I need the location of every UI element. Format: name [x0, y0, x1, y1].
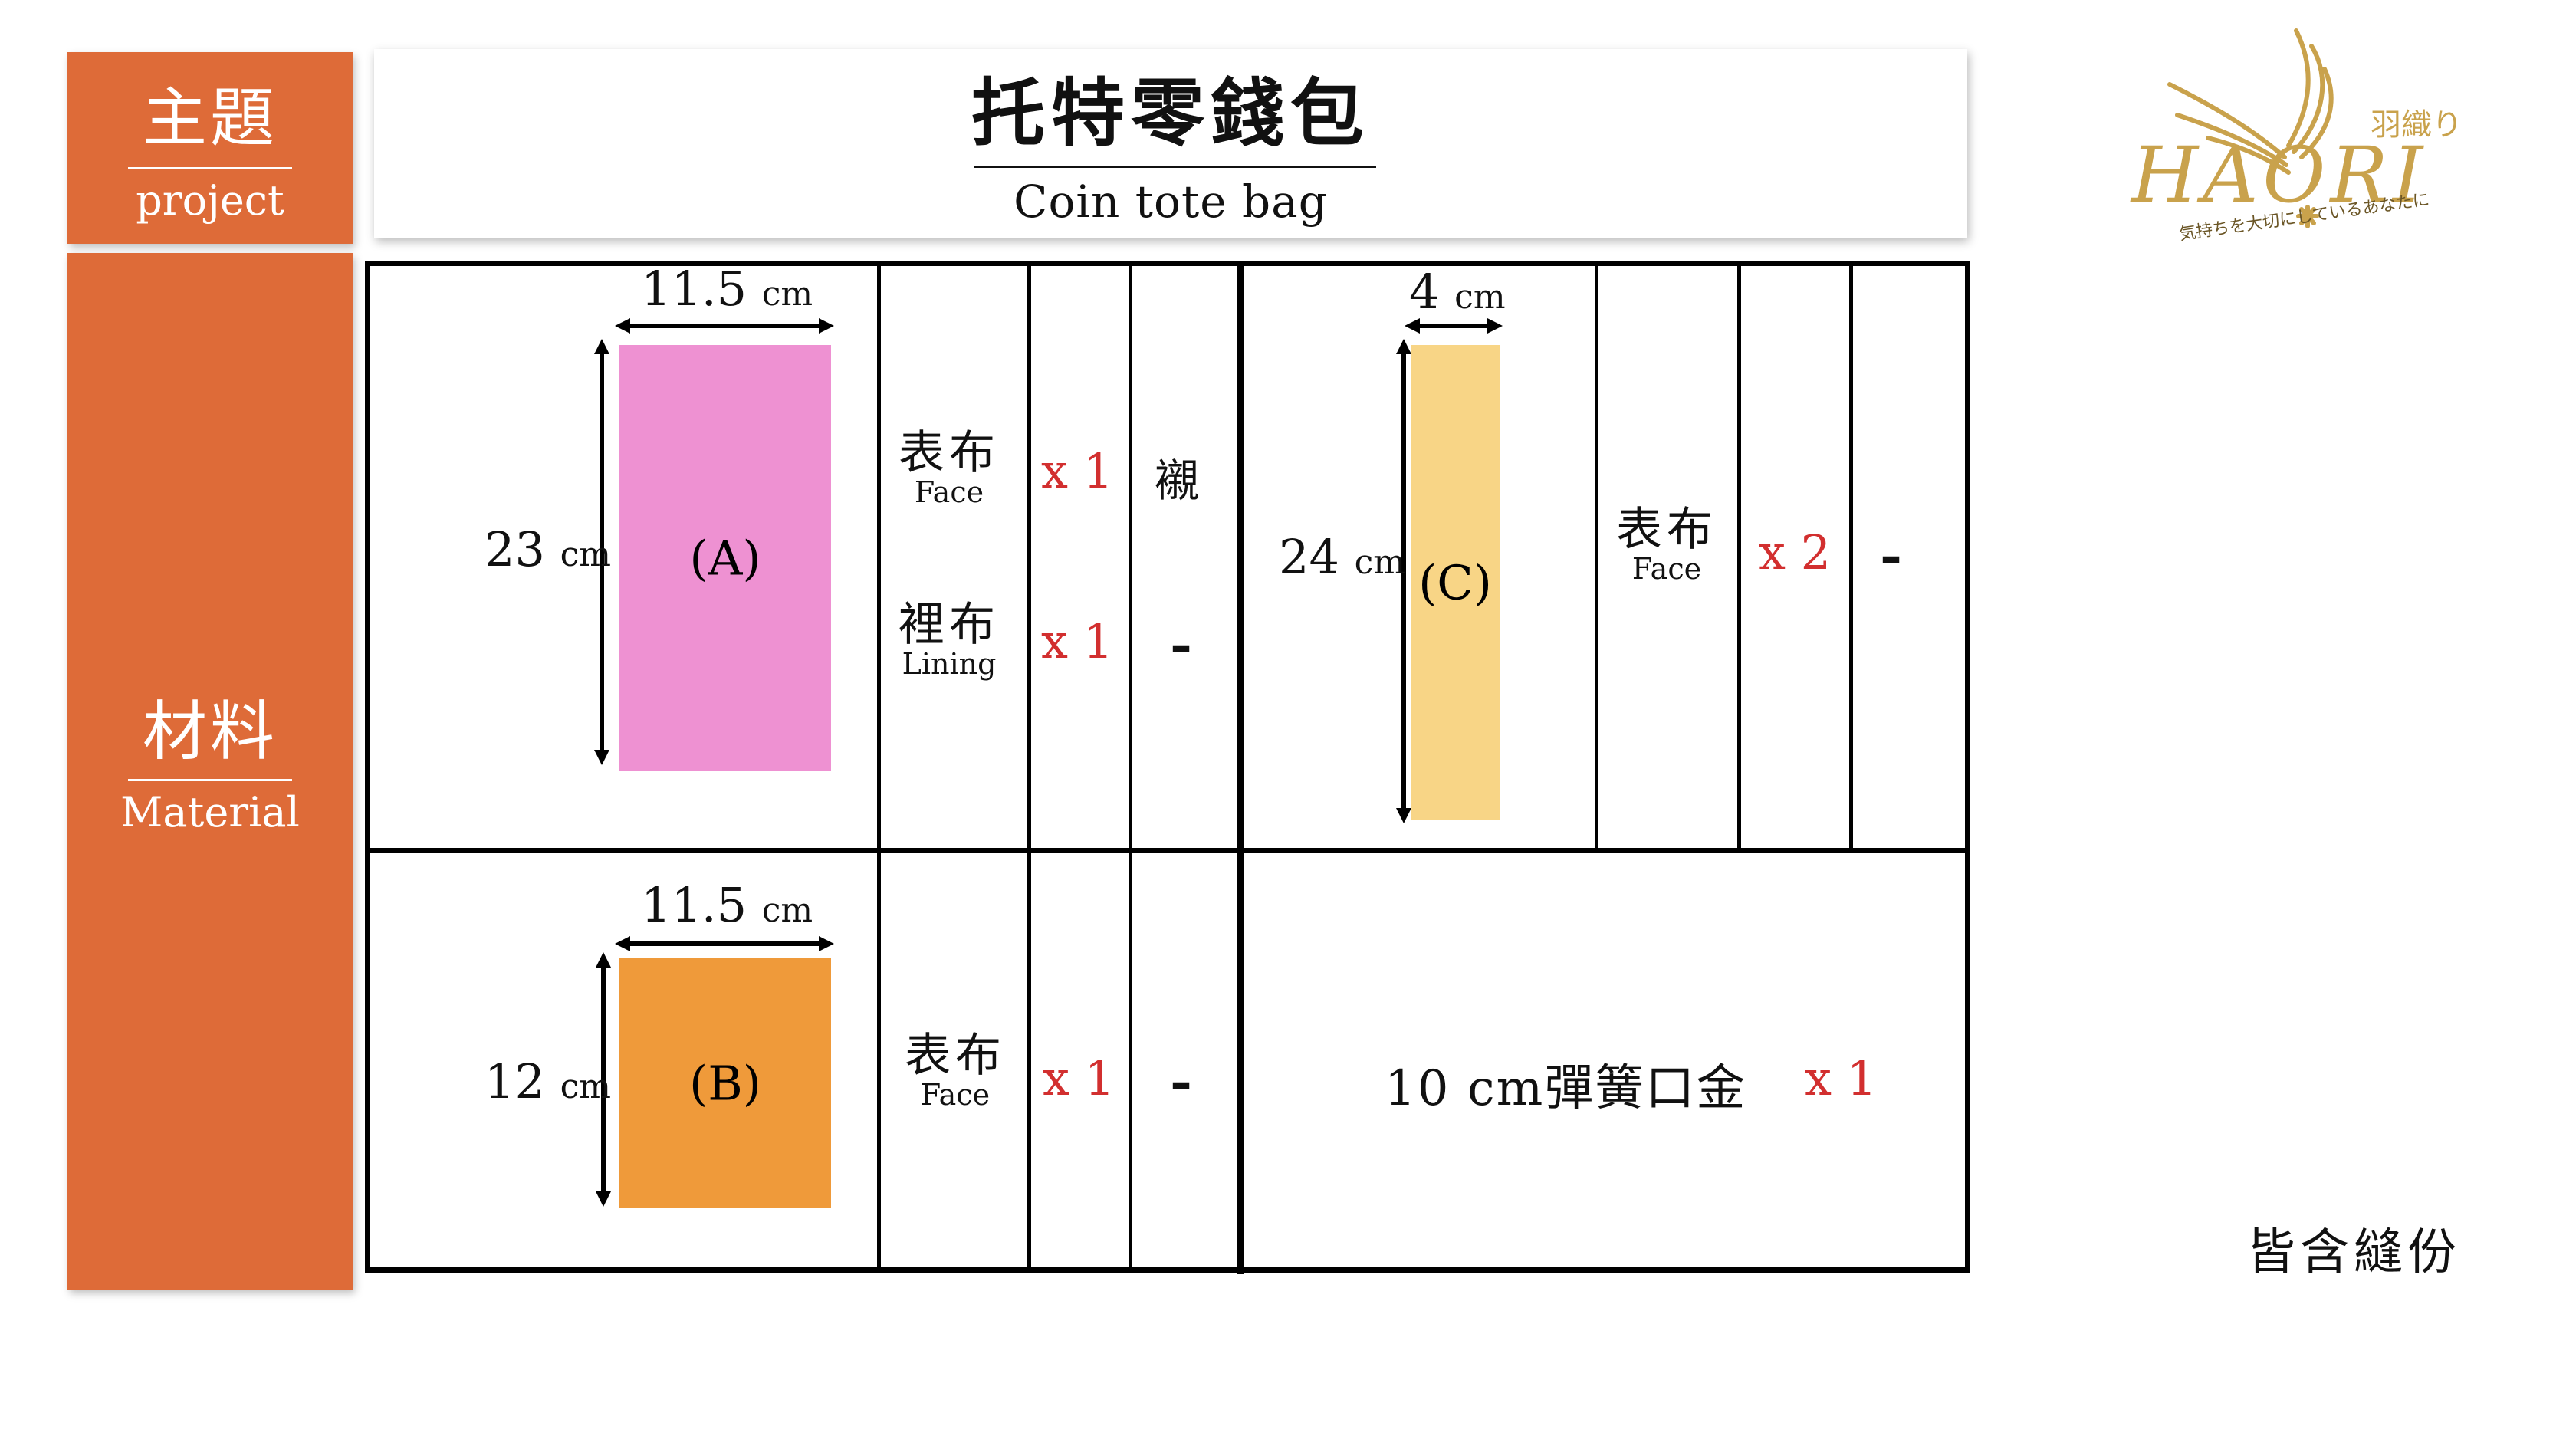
piece-a-face-interfacing: 襯	[1155, 455, 1200, 507]
col-divider	[877, 261, 881, 1273]
logo-script-text: 羽織り	[2371, 107, 2463, 143]
hardware-item: 10 cm彈簧口金	[1385, 1060, 1747, 1117]
piece-a-lining-qty: x 1	[1041, 613, 1114, 669]
material-divider	[128, 779, 292, 781]
piece-a-lining: 裡布 Lining	[899, 598, 1000, 681]
piece-a-face-qty: x 1	[1041, 443, 1114, 499]
piece-c-face-interfacing: -	[1880, 524, 1903, 587]
title-panel: 托特零錢包 Coin tote bag	[374, 49, 1967, 238]
materials-table	[365, 261, 1970, 1273]
col-divider	[1737, 261, 1741, 851]
piece-a-label: (A)	[689, 530, 761, 586]
hardware-qty: x 1	[1805, 1050, 1878, 1106]
topic-divider	[128, 167, 292, 169]
piece-a-lining-interfacing: -	[1170, 613, 1193, 676]
material-panel: 材料 Material	[67, 253, 353, 1290]
piece-b-width-label: 11.5 cm	[641, 877, 813, 933]
piece-a-width-label: 11.5 cm	[641, 261, 813, 317]
piece-c-face: 表布 Face	[1616, 503, 1717, 586]
col-divider	[1129, 261, 1132, 1273]
piece-c-height-label: 24 cm	[1279, 529, 1405, 585]
section-divider	[1237, 261, 1244, 1274]
topic-label-zh: 主題	[142, 80, 278, 156]
piece-c-height-arrow	[1396, 339, 1411, 823]
piece-a-face: 表布 Face	[899, 426, 1000, 509]
piece-b-width-arrow	[615, 936, 834, 951]
piece-a-height-arrow	[594, 339, 610, 765]
piece-a-swatch: (A)	[619, 345, 831, 771]
piece-a-width-arrow	[615, 318, 834, 334]
piece-c-swatch: (C)	[1411, 345, 1500, 820]
col-divider	[1595, 261, 1598, 851]
logo-wing-icon	[2167, 28, 2334, 228]
piece-a-height-label: 23 cm	[485, 521, 611, 577]
piece-b-face: 表布 Face	[905, 1029, 1006, 1112]
page-subtitle: Coin tote bag	[1014, 176, 1328, 228]
piece-b-face-interfacing: -	[1170, 1050, 1193, 1113]
material-label-zh: 材料	[142, 694, 278, 769]
piece-c-label: (C)	[1418, 554, 1492, 611]
col-divider	[1849, 261, 1853, 851]
col-divider	[1027, 261, 1031, 1273]
page-title: 托特零錢包	[971, 70, 1370, 156]
piece-b-label: (B)	[689, 1055, 761, 1112]
piece-c-width-arrow	[1405, 318, 1503, 334]
piece-c-width-label: 4 cm	[1409, 264, 1506, 320]
title-underline	[974, 166, 1376, 168]
piece-b-height-label: 12 cm	[485, 1053, 611, 1109]
topic-panel: 主題 project	[67, 52, 353, 244]
logo-brand-text: HAORI	[2131, 130, 2428, 220]
row-divider	[365, 848, 1970, 853]
piece-b-height-arrow	[596, 952, 611, 1207]
brand-logo: 羽織り HAORI 気持ちを大切にしているあなたに	[2124, 15, 2484, 268]
seam-allowance-note: 皆含縫份	[2246, 1224, 2461, 1281]
piece-b-swatch: (B)	[619, 958, 831, 1208]
material-label-en: Material	[120, 788, 300, 836]
piece-c-face-qty: x 2	[1759, 524, 1832, 580]
piece-b-face-qty: x 1	[1043, 1050, 1116, 1106]
topic-label-en: project	[136, 176, 284, 225]
